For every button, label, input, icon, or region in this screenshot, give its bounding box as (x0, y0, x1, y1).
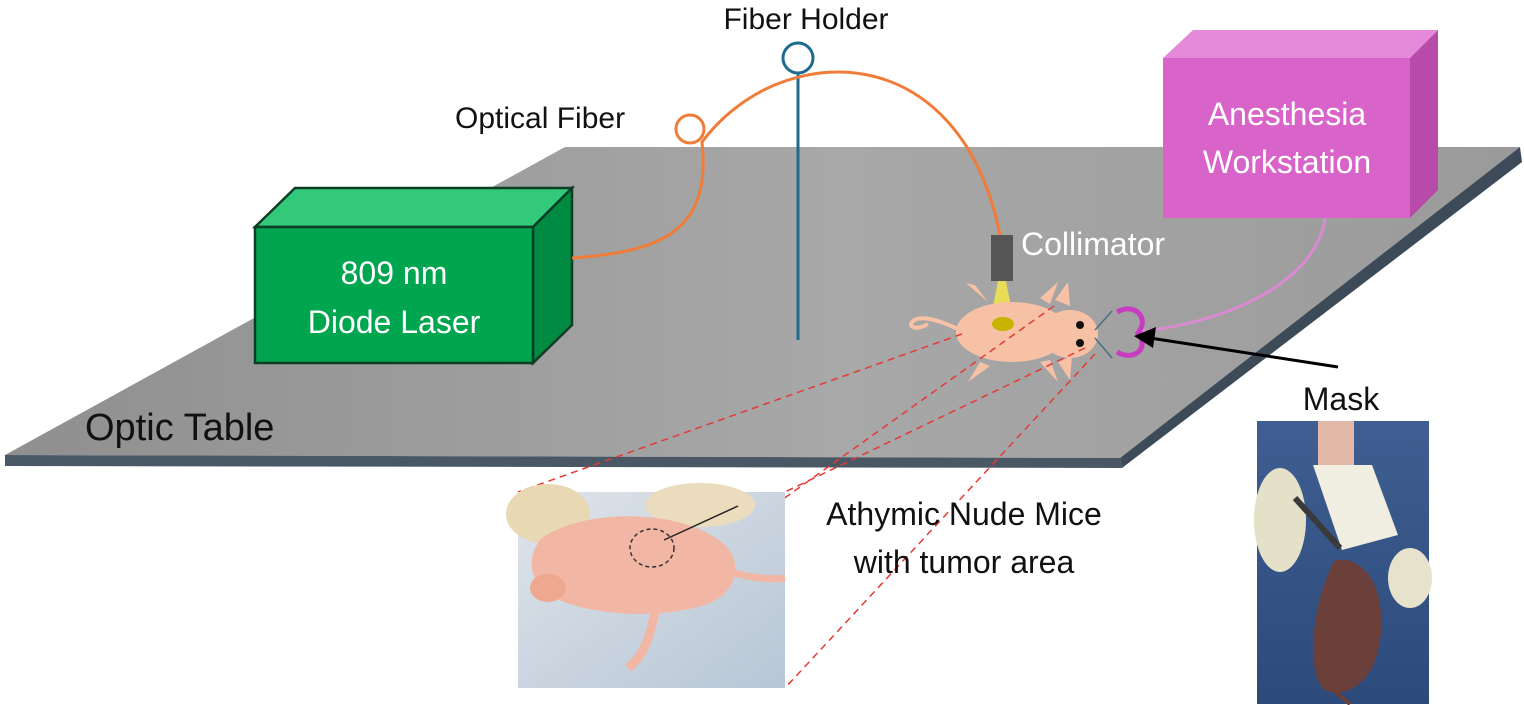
mouse-eye-top (1076, 321, 1084, 329)
mouse-tail (909, 316, 961, 332)
mask-icon (1115, 306, 1145, 358)
mask-photo-mouse-tail (1328, 686, 1352, 705)
photo-mouse-body (531, 516, 736, 614)
anesthesia-label-line2: Workstation (1203, 144, 1371, 180)
mouse-head (1042, 310, 1098, 358)
mask-photo-mouse (1313, 559, 1382, 693)
anesthesia-tube (1134, 217, 1327, 334)
mouse-icon (909, 282, 1113, 382)
fiber-holder-ring (781, 41, 815, 75)
mouse-whisker-bottom (1094, 337, 1113, 359)
mouse-leg-bottom-left (968, 362, 990, 382)
optical-fiber-path (571, 70, 1002, 260)
mouse-body (956, 302, 1068, 362)
mask-photo (1254, 421, 1432, 705)
photo-mouse-foot (530, 574, 566, 602)
optic-table-label: Optic Table (85, 407, 274, 449)
mouse-eye-bottom (1076, 339, 1084, 347)
optical-fiber-loop (674, 113, 706, 145)
collimator-label: Collimator (1021, 226, 1165, 262)
mask-photo-glove-right (1388, 548, 1432, 608)
mouse-leg-bottom-right (1040, 360, 1058, 382)
mask-photo-tool (1292, 495, 1343, 551)
mask-photo-cone (1313, 465, 1398, 550)
photo-mouse-tail (723, 566, 786, 583)
laser-box-front (253, 225, 535, 365)
tumor-area-needle (663, 505, 739, 541)
optical-fiber-label: Optical Fiber (455, 102, 625, 135)
fiber-holder: Fiber Holder (723, 3, 889, 340)
anesthesia-workstation-box: Anesthesia Workstation (1163, 30, 1438, 218)
laser-label-line1: 809 nm (341, 255, 448, 291)
optic-table: Optic Table (5, 147, 1522, 468)
anesthesia-box-front (1163, 58, 1410, 218)
anesthesia-label-line1: Anesthesia (1208, 96, 1367, 132)
optic-table-side-edge (1120, 147, 1522, 468)
optic-table-top (5, 147, 1520, 458)
tumor-area-circle (629, 528, 675, 568)
mouse-leg-top-left (966, 283, 988, 302)
diode-laser-box: 809 nm Diode Laser (251, 184, 576, 366)
mask-photo-tube (1318, 421, 1354, 469)
leader-lines (517, 305, 1096, 689)
anesthesia-box-top (1163, 30, 1438, 58)
mouse-leg-top-right (1040, 282, 1058, 304)
mouse-tumor-spot (992, 317, 1014, 331)
mouse-ear-top (1055, 282, 1070, 306)
mask-photo-glove-left (1254, 468, 1306, 572)
mouse-whisker-top (1094, 310, 1113, 331)
mask-label: Mask (1303, 381, 1380, 417)
glove-hand-right (645, 483, 755, 527)
mice-label-line1: Athymic Nude Mice (826, 496, 1102, 532)
optical-fiber: Optical Fiber (455, 70, 1002, 260)
anesthesia-box-side (1410, 30, 1438, 218)
mouse-ear-bottom (1058, 356, 1072, 380)
mice-label-line2: with tumor area (853, 544, 1075, 580)
laser-box-top (251, 186, 576, 229)
laser-label-line2: Diode Laser (308, 304, 481, 340)
mask-arrow (1134, 327, 1339, 369)
mouse-photo (506, 483, 786, 688)
photo-mouse-leg (625, 611, 660, 672)
collimator-icon (991, 235, 1013, 281)
fiber-holder-label: Fiber Holder (723, 3, 888, 36)
